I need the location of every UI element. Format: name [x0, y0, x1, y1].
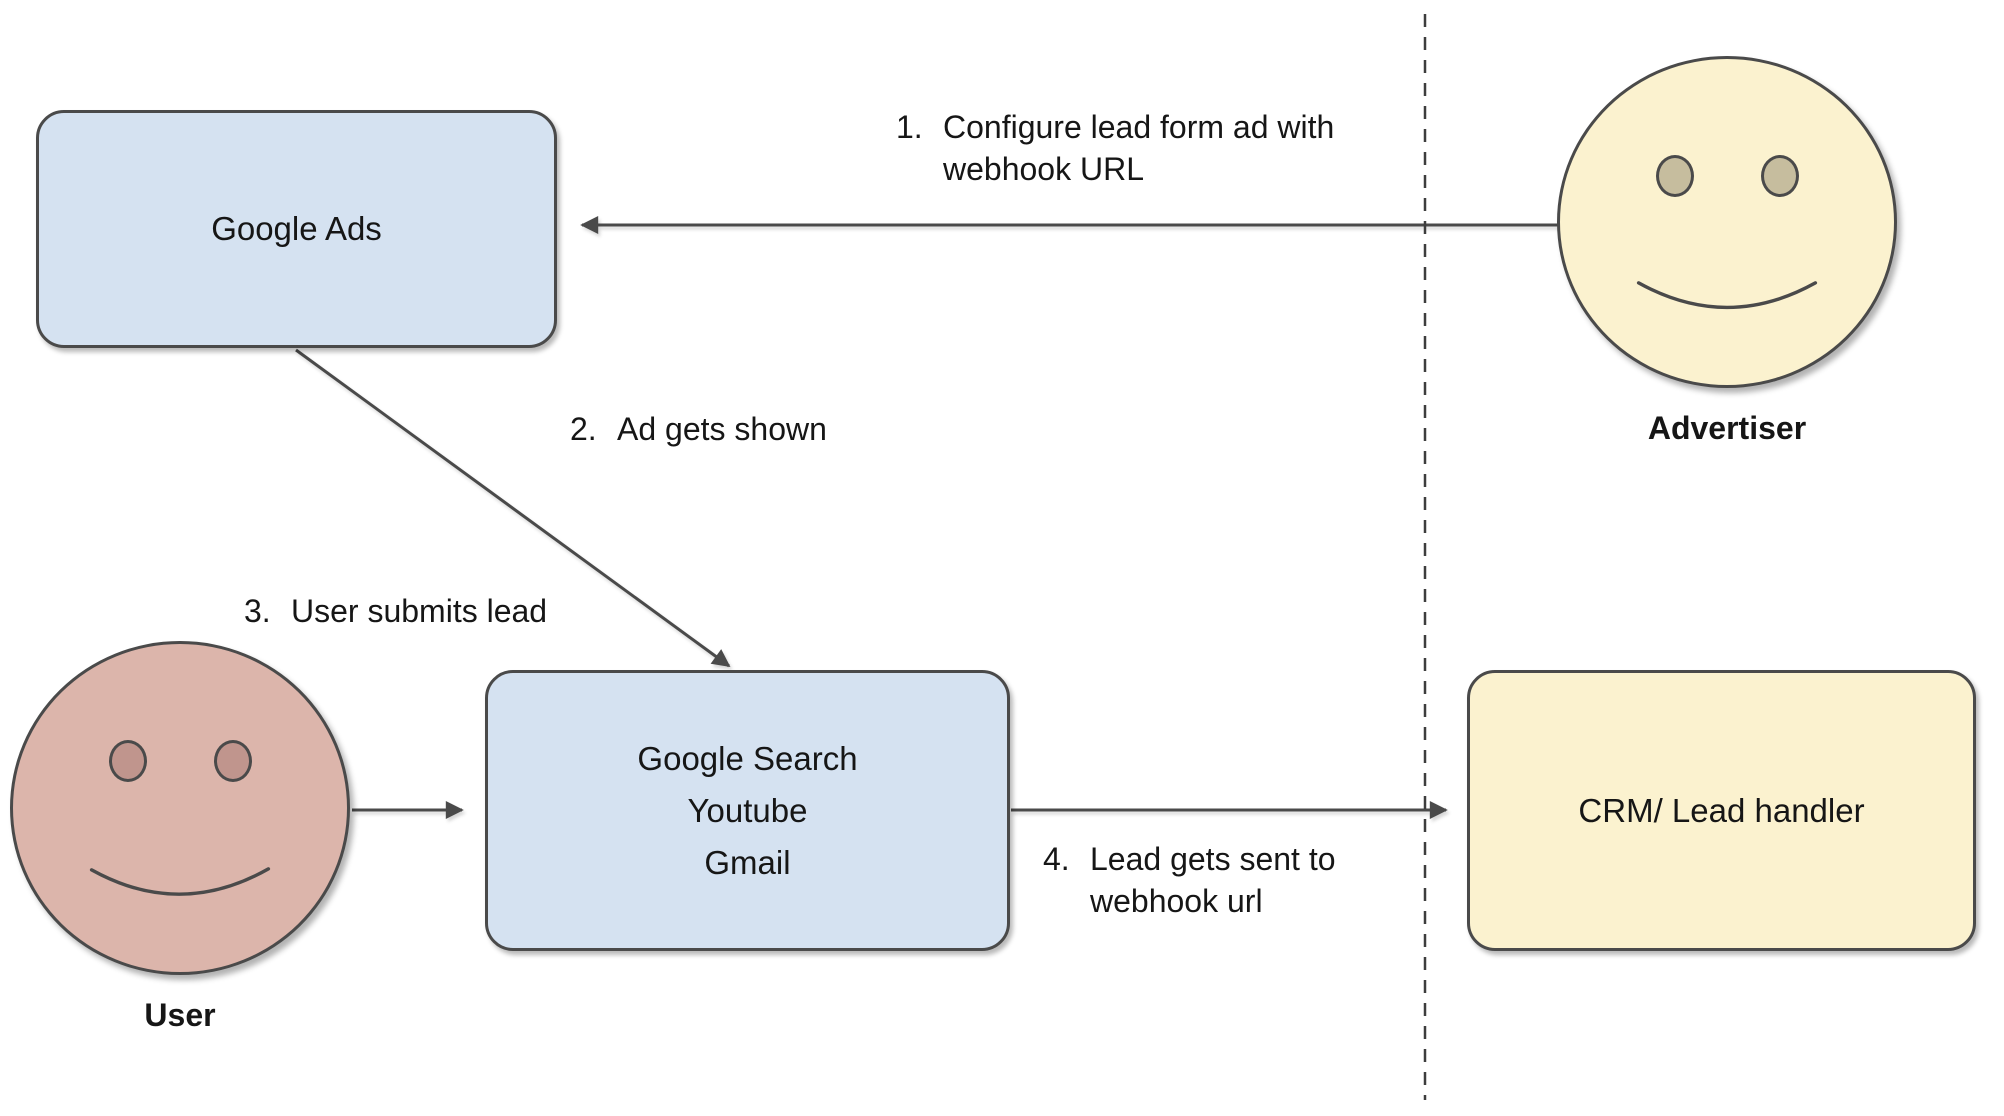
step-3-label: 3. User submits lead — [244, 590, 547, 632]
smile-icon — [89, 867, 271, 896]
step-4-text-line: webhook url — [1090, 883, 1263, 919]
step-2-text-line: Ad gets shown — [617, 411, 827, 447]
surface-line-gmail: Gmail — [704, 843, 791, 881]
google-ads-label: Google Ads — [211, 210, 382, 247]
eye-icon — [1656, 155, 1694, 197]
step-1-text-line: webhook URL — [943, 151, 1144, 187]
google-surfaces-label: Google Search Youtube Gmail — [637, 733, 857, 889]
user-face-icon — [10, 641, 350, 975]
crm-label: CRM/ Lead handler — [1578, 791, 1865, 829]
user-label: User — [144, 997, 216, 1033]
step-4-label: 4. Lead gets sent to webhook url — [1043, 838, 1336, 922]
eye-icon — [109, 740, 147, 782]
crm-node: CRM/ Lead handler — [1467, 670, 1976, 951]
step-4-text-line: Lead gets sent to — [1090, 841, 1336, 877]
step-2-label: 2. Ad gets shown — [570, 408, 827, 450]
advertiser-label: Advertiser — [1647, 410, 1807, 446]
step-3-text-line: User submits lead — [291, 593, 548, 629]
step-1-text-line: Configure lead form ad with — [943, 109, 1335, 145]
arrow-ad-gets-shown — [295, 348, 731, 668]
step-1-label: 1. Configure lead form ad with webhook U… — [896, 106, 1334, 190]
step-3-number: 3. — [244, 593, 271, 629]
step-2-number: 2. — [570, 411, 597, 447]
eye-icon — [1761, 155, 1799, 197]
smile-icon — [1636, 281, 1818, 310]
google-ads-node: Google Ads — [36, 110, 557, 348]
google-surfaces-node: Google Search Youtube Gmail — [485, 670, 1010, 951]
surface-line-google-search: Google Search — [637, 739, 858, 777]
step-4-number: 4. — [1043, 841, 1070, 877]
eye-icon — [214, 740, 252, 782]
advertiser-face-icon — [1557, 56, 1897, 388]
surface-line-youtube: Youtube — [687, 791, 808, 829]
step-1-number: 1. — [896, 109, 923, 145]
